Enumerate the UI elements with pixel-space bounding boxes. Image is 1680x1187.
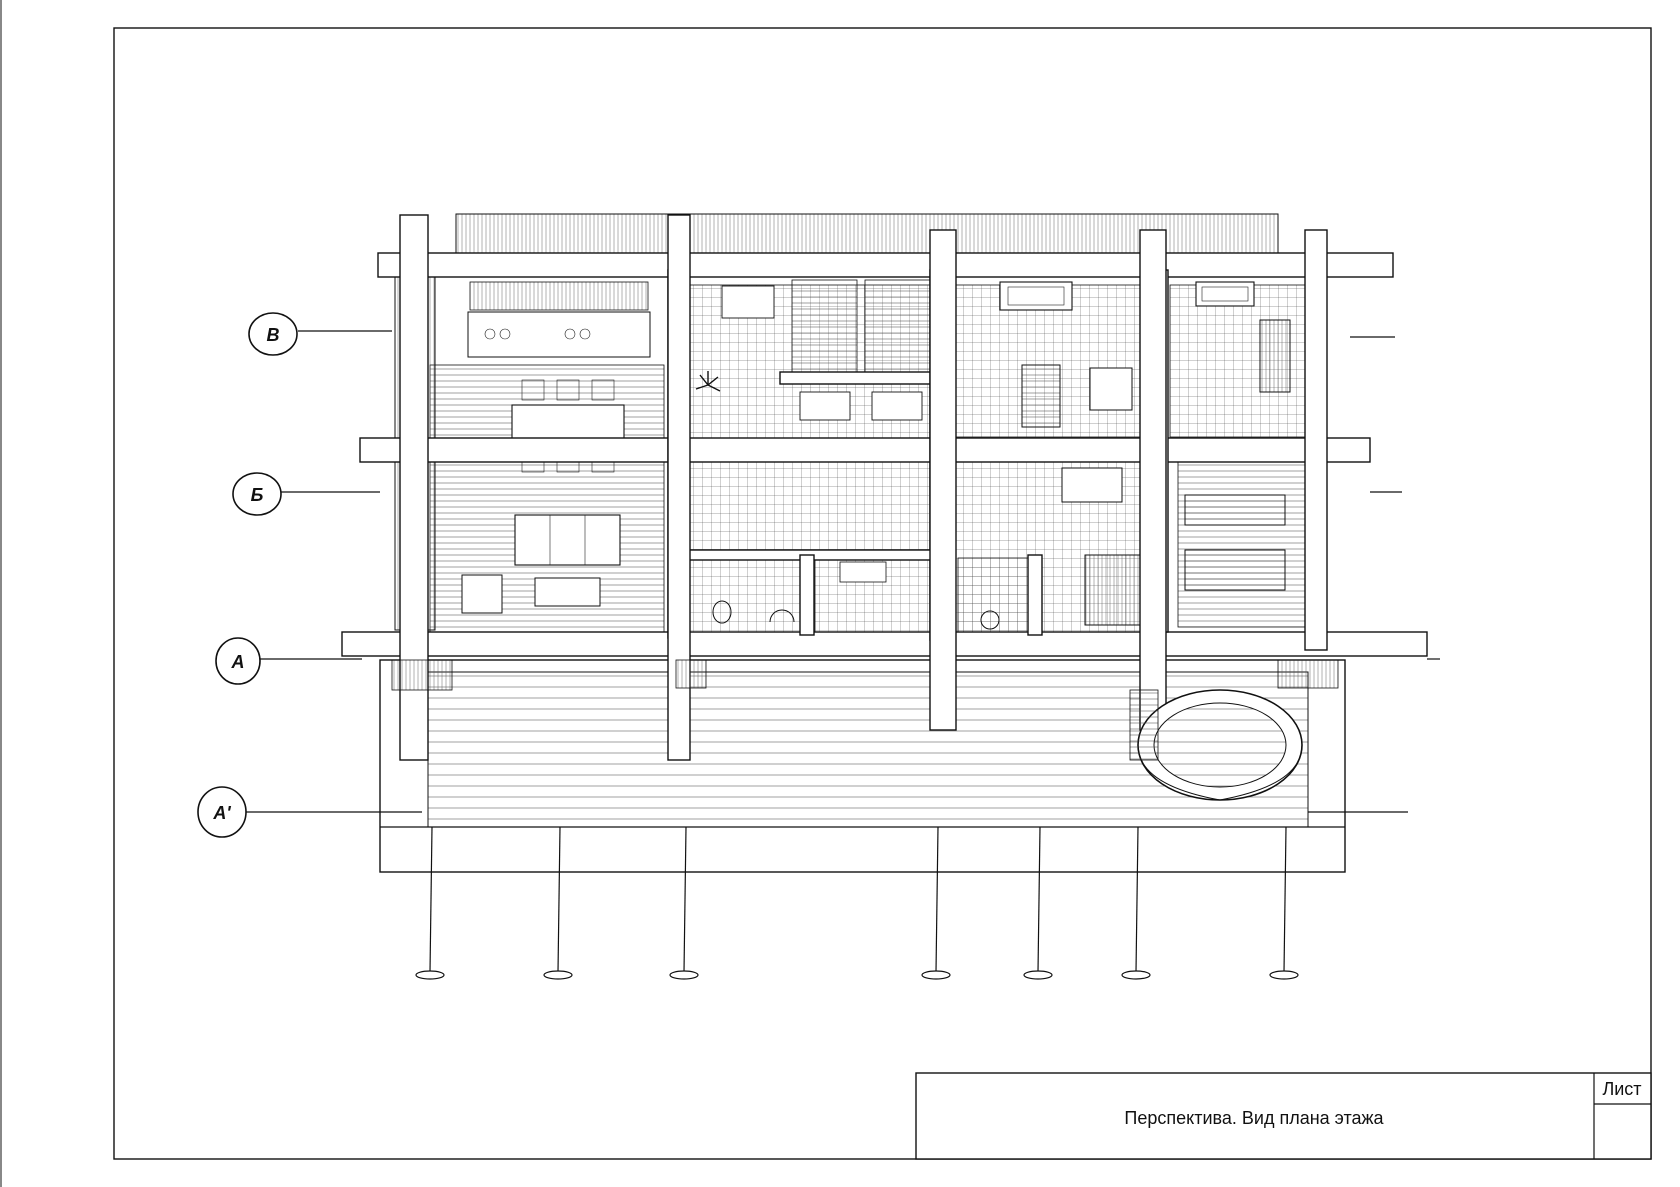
column-marker-icon [669, 970, 699, 980]
column-axis-leaders [415, 826, 1299, 980]
sauna-bench-1 [1184, 494, 1286, 526]
column-leader-line [1283, 826, 1287, 973]
beams-horizontal [341, 252, 1428, 657]
stove [1089, 367, 1133, 411]
beam-axis-b [359, 437, 1371, 463]
column-marker-icon [1023, 970, 1053, 980]
kitchen-furniture [461, 281, 651, 614]
hall-details [695, 285, 923, 421]
column-leader-line [935, 826, 939, 973]
column-2 [667, 214, 691, 761]
hall-door-top [721, 285, 775, 319]
wardrobe-right [864, 279, 931, 373]
circle-axis-marker-icon [232, 472, 282, 516]
bed-1 [1021, 364, 1061, 428]
column-4 [1139, 229, 1167, 731]
column-leader-line [1037, 826, 1041, 973]
axis-label-b: Б [251, 485, 264, 505]
axis-label-a: А [231, 652, 245, 672]
wc-toilet-1 [712, 600, 732, 624]
circle-axis-marker-icon [215, 637, 261, 685]
column-marker-icon [921, 970, 951, 980]
wardrobe-door-2 [871, 391, 923, 421]
wc-3-floor [957, 557, 1029, 634]
axis-marker-v: В [248, 312, 298, 356]
axis-marker-b: Б [232, 472, 282, 516]
wardrobe-door-1 [799, 391, 851, 421]
shower [1084, 554, 1146, 626]
column-5 [1304, 229, 1328, 651]
wc-toilet-2 [980, 610, 1000, 630]
column-marker-icon [415, 970, 445, 980]
wc-1-floor [681, 557, 801, 634]
coffee-table [534, 577, 601, 607]
hot-tub [1129, 689, 1303, 801]
sheet-frame [113, 27, 1652, 1160]
column-leader-line [429, 826, 433, 973]
bedroom-details [999, 281, 1291, 428]
column-3 [929, 229, 957, 731]
wardrobe-bedroom-2 [1259, 319, 1291, 393]
title-block-frame [915, 1072, 1652, 1160]
axis-label-a-prime: А' [212, 803, 231, 823]
title-block: Лист Перспектива. Вид плана этажа [915, 1072, 1652, 1160]
column-leader-line [1135, 826, 1139, 973]
axis-leaders [246, 330, 1440, 813]
wet-zone-details [712, 467, 1286, 630]
sauna-floor [1177, 461, 1309, 628]
plant-icon [695, 371, 721, 392]
column-marker-icon [543, 970, 573, 980]
circle-axis-marker-icon [248, 312, 298, 356]
column-leader-line [557, 826, 561, 973]
drawing-title: Перспектива. Вид плана этажа [1124, 1108, 1384, 1128]
skylight-2 [1195, 281, 1255, 307]
axis-marker-a: А [215, 637, 261, 685]
sauna-bench-2 [1184, 549, 1286, 591]
row-axis-markers: В Б А А' [197, 312, 298, 838]
building-perspective [341, 213, 1428, 873]
armchair [461, 574, 503, 614]
column-marker-icon [1121, 970, 1151, 980]
beam-axis-v [377, 252, 1394, 278]
column-leader-line [683, 826, 687, 973]
sheet-label: Лист [1602, 1079, 1641, 1099]
bath-sink-unit [1061, 467, 1123, 503]
wardrobe-left [791, 279, 858, 373]
kitchen-counter [467, 311, 651, 358]
skylight-1 [999, 281, 1073, 311]
facade-steps [391, 659, 1339, 691]
axis-label-v: В [267, 325, 280, 345]
sofa [514, 514, 621, 566]
axis-marker-a-prime: А' [197, 786, 247, 838]
circle-axis-marker-icon [197, 786, 247, 838]
beam-axis-a [341, 631, 1428, 657]
column-marker-icon [1269, 970, 1299, 980]
